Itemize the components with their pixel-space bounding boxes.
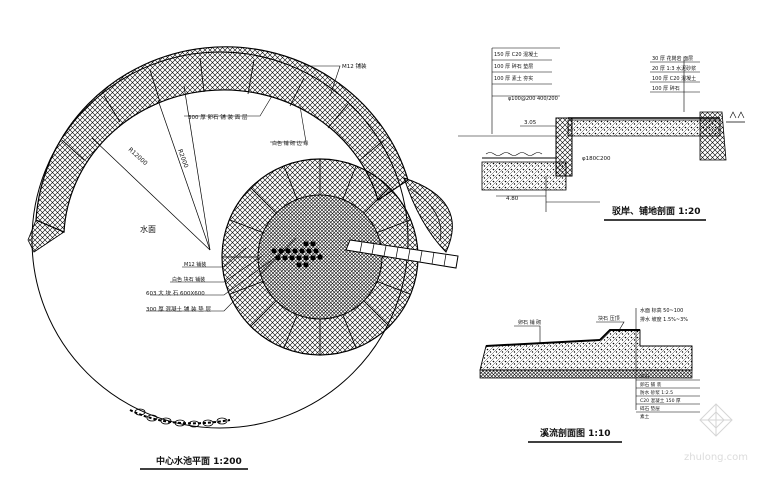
section-a-dim-1: 3.05 (524, 120, 537, 126)
section-a-note-left-2: 100 厚 碎石 垫层 (494, 63, 533, 70)
section-a-right-leaders (650, 60, 700, 112)
water-label: 水面 (140, 224, 156, 234)
section-b-note-top-1: 卵石 铺 砌 (518, 319, 541, 326)
section-a-note-right-4: 100 厚 碎石 (652, 85, 680, 92)
section-b-note-right-2: 卵石 铺 装 (640, 381, 662, 388)
section-b-stone-bed (479, 329, 693, 371)
section-a-note-right-3: 100 厚 C20 混凝土 (652, 75, 696, 82)
callout-7: 300 厚 混凝土 铺 装 垫 层 (146, 305, 211, 313)
stream-section: 卵石 铺 砌 块石 压顶 水面 标高 50~100 排水 坡度 1.5%~3% … (479, 307, 700, 443)
callout-3: 白色 铺 砌 边 缘 (272, 140, 308, 147)
radius-label-1: R12000 (127, 146, 149, 167)
radius-dimension-lines (91, 85, 211, 251)
section-a-paving-slab (567, 119, 721, 137)
watermark-logo-icon (699, 403, 733, 437)
callout-2: 300 厚 卵石 铺 装 面 层 (188, 113, 248, 121)
section-a-edge-wall (699, 111, 727, 161)
rubble-stones (134, 408, 228, 428)
section-a-dim-3: φ180C200 (582, 156, 611, 162)
callout-5: 白色 块石 铺装 (172, 276, 205, 283)
section-a-note-right-1: 30 厚 花岗岩 面层 (652, 55, 693, 62)
section-a-grass (729, 111, 745, 119)
section-b-title: 溪流剖面图 1:10 (540, 427, 611, 439)
footbridge-planks (359, 241, 447, 267)
section-a-dimension-lines (458, 47, 600, 212)
revetment-section: 150 厚 C20 混凝土 100 厚 碎石 垫层 100 厚 素土 夯实 φ1… (458, 47, 745, 221)
section-b-note-right-6: 素土 (640, 413, 650, 420)
footbridge (345, 239, 459, 269)
section-a-pool-base (481, 161, 567, 191)
section-a-title: 驳岸、铺地剖面 1:20 (612, 205, 701, 217)
plan-title: 中心水池平面 1:200 (156, 455, 242, 467)
zhulong-watermark: zhulong.com (684, 403, 748, 463)
arc-band-joints (61, 57, 385, 161)
section-b-note-top-4: 排水 坡度 1.5%~3% (640, 316, 688, 323)
watermark-text: zhulong.com (684, 452, 748, 463)
section-a-retaining-wall (555, 117, 573, 177)
pool-plan: R12000 R2000 水面 (27, 46, 459, 470)
section-b-note-right-4: C20 混凝土 150 厚 (640, 397, 681, 404)
section-b-note-right-3: 防水 砂浆 1:2.5 (640, 389, 673, 396)
callout-4: M12 铺装 (184, 261, 206, 268)
section-b-note-right-5: 碎石 垫层 (640, 405, 660, 412)
section-a-note-left-3: 100 厚 素土 夯实 (494, 75, 533, 82)
section-b-coping (599, 329, 640, 341)
section-a-note-right-2: 20 厚 1:3 水泥砂浆 (652, 65, 696, 72)
callout-6: 603 大 块 石 600X600 (146, 289, 205, 297)
section-b-note-right-1: 块石 (640, 373, 650, 380)
section-a-note-left-4: φ100@200 400/200 (508, 96, 558, 102)
callout-leaders (146, 65, 341, 312)
crescent-planter (403, 177, 453, 253)
pebble-arrow (271, 241, 323, 268)
section-b-note-top-2: 块石 压顶 (598, 315, 620, 322)
callout-1: M12 铺装 (342, 62, 367, 70)
section-a-water-waves (485, 152, 543, 156)
section-b-note-top-3: 水面 标高 50~100 (640, 307, 683, 314)
section-a-dim-2: 4.80 (506, 196, 519, 202)
section-b-stream-bed-line (485, 339, 601, 347)
crescent-inner-line (409, 187, 442, 241)
section-b-waterproof-layer (479, 369, 693, 379)
section-a-note-left-1: 150 厚 C20 混凝土 (494, 51, 538, 58)
section-b-leaders (514, 308, 700, 413)
left-stone-edge (27, 219, 65, 253)
